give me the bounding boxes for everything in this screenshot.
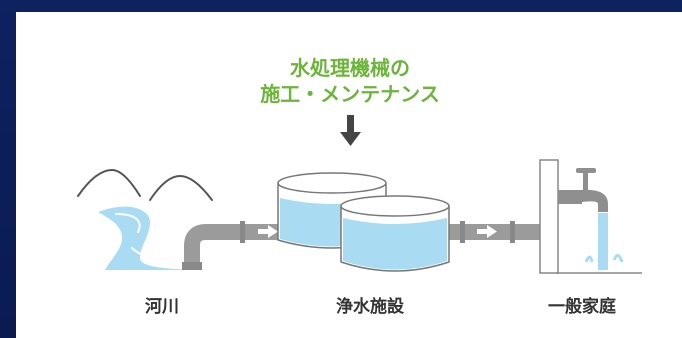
water-stream: [584, 213, 624, 270]
mountain-icon: [77, 169, 213, 201]
faucet-icon: [558, 168, 608, 212]
stage-label-household: 一般家庭: [548, 297, 616, 317]
river-icon: [98, 206, 220, 270]
stage-label-purification: 浄水施設: [336, 297, 404, 317]
water-tank-icon: [340, 195, 450, 272]
house-wall: [539, 159, 642, 274]
down-arrow-icon: [340, 115, 361, 146]
stage-label-river: 河川: [145, 297, 179, 317]
headline-line-2: 施工・メンテナンス: [260, 82, 440, 106]
flow-arrow-icon: [258, 225, 497, 238]
headline-line-1: 水処理機械の: [290, 56, 410, 80]
